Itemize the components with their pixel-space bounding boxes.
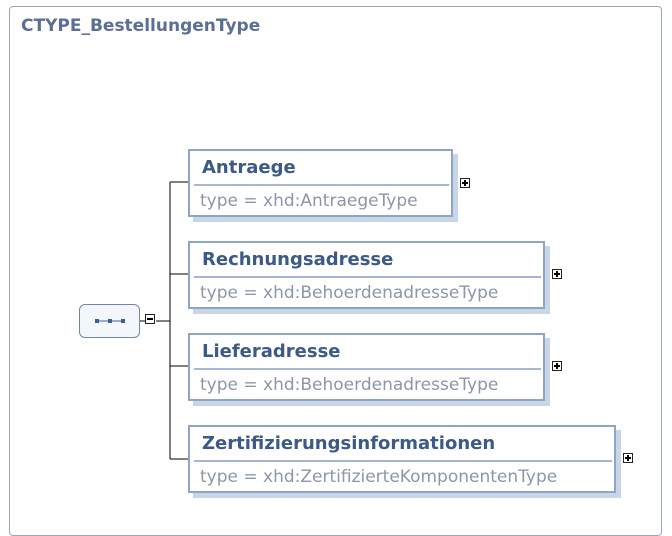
expand-toggle-icon[interactable] xyxy=(623,453,633,463)
element-divider xyxy=(194,184,449,186)
complex-type-title: CTYPE_BestellungenType xyxy=(21,16,261,36)
expand-toggle-icon[interactable] xyxy=(552,361,562,371)
element-divider xyxy=(194,276,541,278)
element-rechnungsadresse[interactable]: Rechnungsadresse type = xhd:Behoerdenadr… xyxy=(188,241,545,309)
element-name: Lieferadresse xyxy=(202,341,341,362)
element-antraege[interactable]: Antraege type = xhd:AntraegeType xyxy=(188,149,453,217)
element-type: type = xhd:ZertifizierteKomponentenType xyxy=(200,467,558,487)
element-lieferadresse[interactable]: Lieferadresse type = xhd:Behoerdenadress… xyxy=(188,333,545,401)
expand-toggle-icon[interactable] xyxy=(460,178,470,188)
element-name: Zertifizierungsinformationen xyxy=(202,433,496,454)
element-divider xyxy=(194,460,612,462)
sequence-icon xyxy=(95,319,125,323)
element-name: Rechnungsadresse xyxy=(202,249,394,270)
element-zertifizierungsinformationen[interactable]: Zertifizierungsinformationen type = xhd:… xyxy=(188,425,616,493)
element-name: Antraege xyxy=(202,157,296,178)
element-type: type = xhd:BehoerdenadresseType xyxy=(200,375,499,395)
expand-toggle-icon[interactable] xyxy=(552,269,562,279)
sequence-compositor[interactable] xyxy=(79,304,140,338)
connector-lines xyxy=(140,181,188,460)
collapse-toggle-icon[interactable] xyxy=(145,314,155,324)
element-type: type = xhd:BehoerdenadresseType xyxy=(200,283,499,303)
element-divider xyxy=(194,368,541,370)
schema-diagram: CTYPE_BestellungenType Antraege type = x… xyxy=(9,6,662,536)
element-type: type = xhd:AntraegeType xyxy=(200,191,418,211)
